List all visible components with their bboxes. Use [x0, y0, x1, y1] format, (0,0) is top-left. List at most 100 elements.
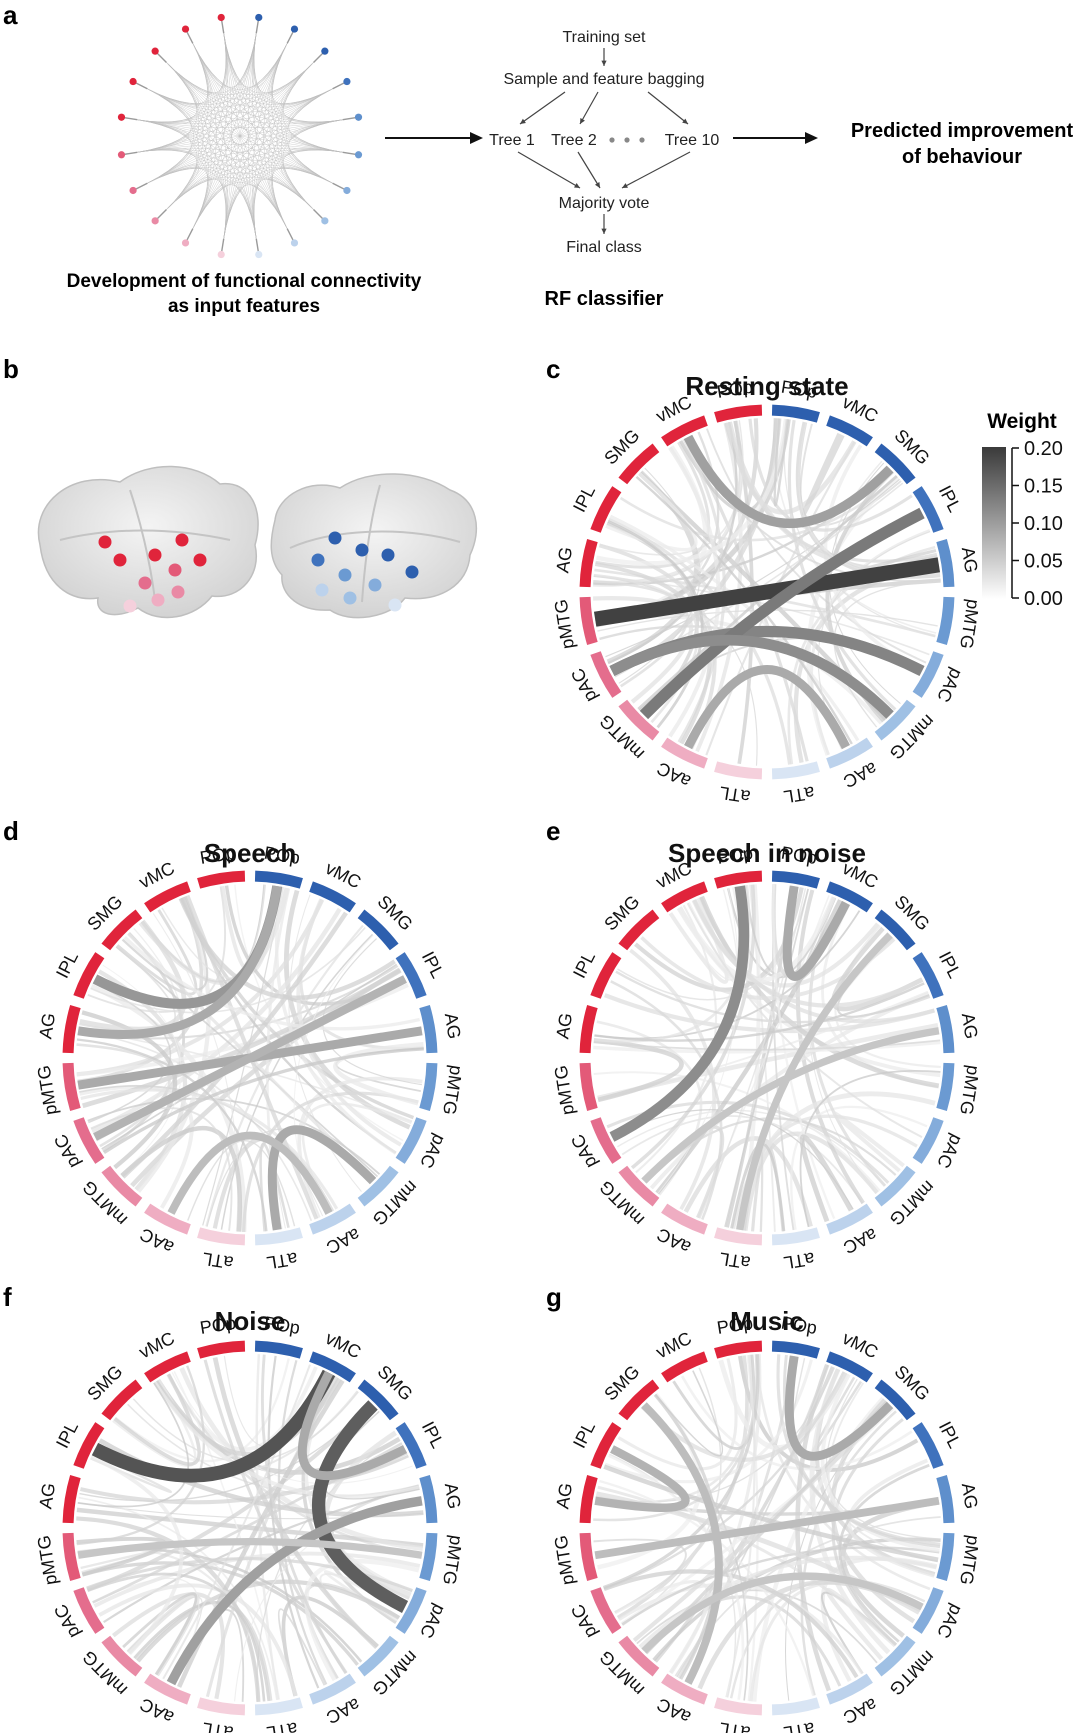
region-segment — [68, 1007, 75, 1053]
network-edge — [137, 62, 197, 122]
region-label: aAC — [137, 1694, 177, 1728]
network-edge — [137, 149, 197, 209]
brain-node — [369, 579, 382, 592]
region-segment — [79, 1589, 100, 1631]
region-label: vMC — [136, 1328, 178, 1363]
region-segment — [772, 1703, 818, 1710]
network-node — [118, 151, 125, 158]
region-segment — [772, 876, 818, 883]
region-segment — [716, 410, 762, 417]
region-label: pMTG — [550, 598, 578, 651]
region-label: aTL — [265, 1248, 299, 1273]
network-edge — [166, 33, 226, 93]
region-segment — [917, 1119, 938, 1161]
brain-right-hemisphere — [271, 474, 476, 618]
region-label: aAC — [654, 758, 694, 792]
region-segment — [199, 1346, 245, 1353]
arrow-to-prediction-head — [805, 132, 818, 144]
region-label: aTL — [782, 782, 816, 807]
network-node — [355, 114, 362, 121]
network-edge — [253, 33, 313, 93]
region-segment — [199, 876, 245, 883]
region-label: IPL — [569, 482, 599, 515]
panel-letter-g: g — [546, 1282, 562, 1312]
rf-arrow — [520, 92, 565, 124]
panel-letter-d: d — [3, 816, 19, 846]
brain-node — [152, 594, 165, 607]
region-label: IPL — [569, 948, 599, 981]
chord-diagram: Resting statePOpvMCSMGIPLAGpMTGpACmMTGaA… — [550, 371, 983, 807]
region-segment — [311, 1678, 353, 1699]
region-segment — [716, 1346, 762, 1353]
network-node — [255, 14, 262, 21]
region-label: IPL — [52, 948, 82, 981]
tree-10-label: Tree 10 — [665, 132, 720, 149]
region-segment — [942, 1063, 949, 1109]
region-label: aTL — [782, 1248, 816, 1273]
region-label: pMTG — [550, 1064, 578, 1117]
legend-colorbar — [982, 447, 1006, 599]
region-segment — [716, 1233, 762, 1240]
region-segment — [425, 1007, 432, 1053]
region-label: vMC — [322, 1328, 364, 1363]
brain-node — [124, 600, 137, 613]
region-label: IPL — [935, 948, 965, 981]
network-edge — [252, 185, 287, 239]
training-set-label: Training set — [563, 29, 647, 46]
legend-title: Weight — [987, 410, 1057, 433]
region-label: pMTG — [550, 1534, 578, 1587]
region-label: vMC — [839, 1328, 881, 1363]
panel-letter-c: c — [546, 354, 560, 384]
bagging-label: Sample and feature bagging — [503, 71, 704, 88]
region-label: aTL — [718, 1718, 752, 1733]
region-label: pMTG — [33, 1064, 61, 1117]
region-label: aAC — [840, 1694, 880, 1728]
chord-diagram: MusicPOpvMCSMGIPLAGpMTGpACmMTGaACaTLPOpv… — [550, 1306, 983, 1733]
region-label: vMC — [653, 1328, 695, 1363]
panel-letter-e: e — [546, 816, 560, 846]
network-node — [118, 114, 125, 121]
network-edge — [253, 179, 313, 239]
majority-vote-label: Majority vote — [559, 195, 650, 212]
brain-node — [389, 599, 402, 612]
region-label: pAC — [933, 1131, 967, 1171]
chord-diagram: NoisePOpvMCSMGIPLAGpMTGpACmMTGaACaTLPOpv… — [33, 1306, 466, 1733]
brain-node — [172, 586, 185, 599]
region-segment — [772, 410, 818, 417]
region-label: aTL — [718, 782, 752, 807]
region-label: aTL — [201, 1248, 235, 1273]
rf-arrow — [622, 152, 690, 188]
rf-arrow-head — [601, 61, 606, 66]
region-segment — [772, 1346, 818, 1353]
network-edge — [289, 89, 343, 124]
network-node — [343, 78, 350, 85]
region-label: pMTG — [439, 1064, 467, 1117]
region-segment — [255, 1233, 301, 1240]
connectivity-network — [118, 14, 362, 258]
chord-link-faint — [113, 1594, 223, 1699]
region-segment — [828, 421, 870, 442]
network-node — [291, 239, 298, 246]
network-caption-line-1: Development of functional connectivity — [67, 271, 422, 292]
region-label: vMC — [839, 392, 881, 427]
final-class-label: Final class — [566, 239, 642, 256]
region-label: aAC — [840, 758, 880, 792]
brain-node — [139, 577, 152, 590]
region-label: AG — [552, 1481, 576, 1510]
region-label: IPL — [52, 1418, 82, 1451]
rf-arrow — [648, 92, 688, 124]
region-label: pMTG — [956, 598, 984, 651]
region-segment — [585, 597, 592, 643]
region-segment — [664, 1357, 706, 1378]
region-label: AG — [552, 1011, 576, 1040]
region-segment — [255, 876, 301, 883]
region-label: pAC — [416, 1601, 450, 1641]
network-node — [291, 25, 298, 32]
region-label: IPL — [935, 1418, 965, 1451]
chord-diagram: Speech in noisePOpvMCSMGIPLAGpMTGpACmMTG… — [550, 838, 983, 1273]
region-segment — [585, 1533, 592, 1579]
legend-tick-label: 0.15 — [1024, 476, 1063, 498]
region-label: AG — [35, 1011, 59, 1040]
network-edge — [137, 89, 191, 124]
region-label: IPL — [418, 948, 448, 981]
